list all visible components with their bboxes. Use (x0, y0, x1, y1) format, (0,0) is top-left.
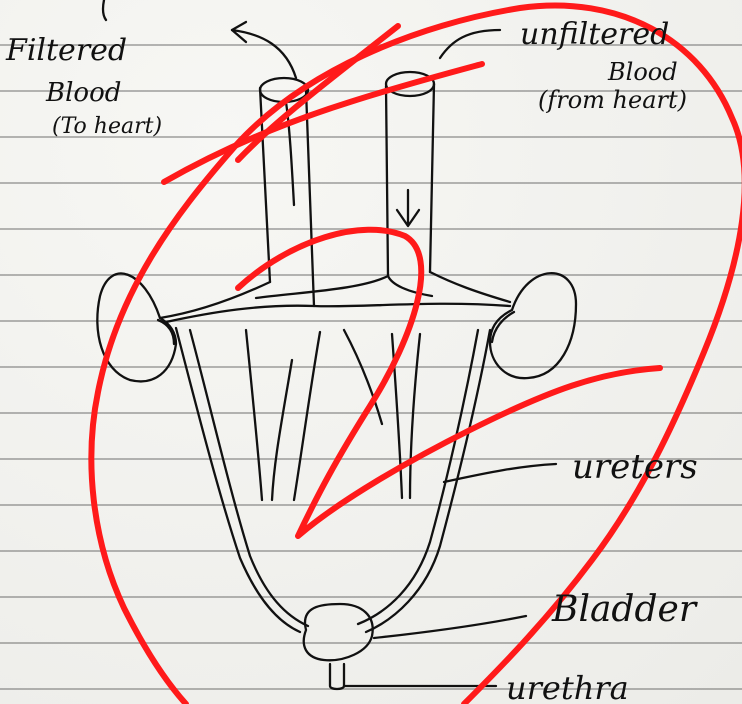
top-left-hook-mark (103, 0, 106, 20)
unfiltered-blood-pointer (440, 30, 500, 58)
unfiltered-blood-title: unfiltered (520, 20, 669, 50)
inner-vessel-left-2 (272, 360, 292, 500)
ureters-label: ureters (572, 450, 698, 484)
right-ureter-inner (358, 330, 478, 624)
filtered-blood-title: Filtered (6, 36, 127, 66)
right-vessel-flow-arrow (397, 190, 419, 226)
renal-vein-left-2 (166, 306, 314, 322)
unfiltered-blood-sub: Blood (608, 60, 678, 84)
inner-vessel-left-1 (246, 330, 262, 500)
renal-artery-right (430, 272, 510, 302)
filtered-blood-note: (To heart) (52, 116, 162, 138)
bladder-shape (304, 604, 373, 660)
renal-artery-left (256, 276, 388, 298)
unfiltered-blood-note: (from heart) (538, 88, 687, 112)
inner-vessel-center-2 (344, 330, 382, 424)
urethra (330, 664, 344, 689)
inner-vessel-right-2 (410, 334, 420, 498)
inner-vessel-center-1 (294, 332, 320, 500)
bladder-pointer (374, 616, 526, 638)
right-vessel-inner (430, 84, 434, 272)
bladder-label: Bladder (552, 592, 696, 628)
filtered-blood-sub: Blood (46, 80, 121, 106)
left-kidney-inner (158, 320, 174, 344)
red-loop-shape (238, 230, 660, 536)
right-vessel-outer (386, 86, 388, 276)
left-kidney (97, 274, 176, 382)
left-ureter-outer (176, 328, 300, 632)
right-kidney (490, 273, 576, 378)
left-vessel-inner (306, 90, 314, 306)
right-vessel-curve (388, 276, 432, 296)
urethra-label: urethra (506, 672, 629, 704)
renal-vein-right (314, 304, 510, 307)
